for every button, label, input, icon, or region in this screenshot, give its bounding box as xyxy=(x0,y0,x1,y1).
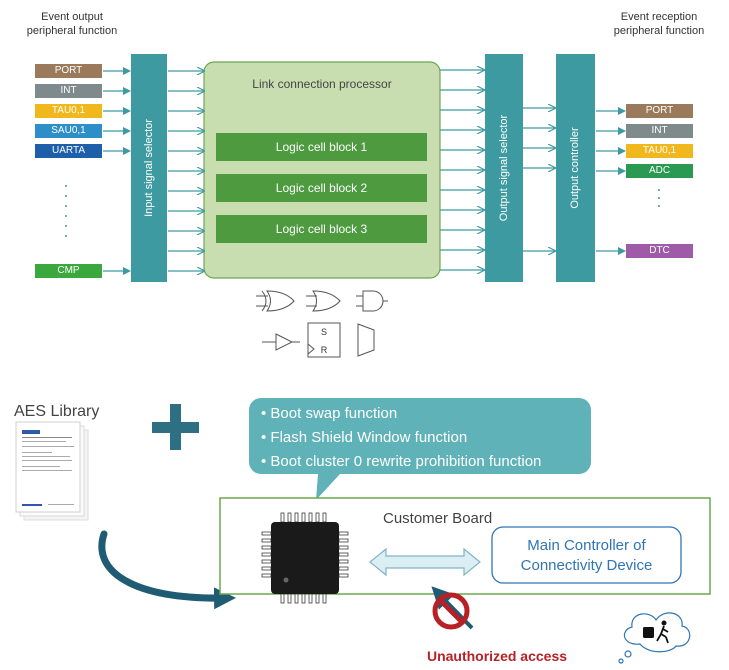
feature-bubble: • Boot swap function • Flash Shield Wind… xyxy=(249,398,591,474)
bubble-item-boot-swap: • Boot swap function xyxy=(261,405,398,422)
input-ellipsis xyxy=(65,185,67,237)
output-signal-selector-label: Output signal selector xyxy=(498,114,510,222)
chip-icon xyxy=(261,512,349,604)
output-signal-selector xyxy=(485,54,523,282)
flip-flop-reset-label: R xyxy=(320,345,328,355)
or-gate-icon xyxy=(306,290,341,312)
link-processor-box xyxy=(203,61,441,279)
intruder-icon xyxy=(643,620,669,644)
input-tag-tau: TAU0,1 xyxy=(35,104,102,118)
input-tag-sau: SAU0,1 xyxy=(35,124,102,138)
logic-cell-block-2: Logic cell block 2 xyxy=(216,174,427,202)
event-reception-title-line2: peripheral function xyxy=(613,25,705,37)
controller-to-output-arrows xyxy=(596,107,626,255)
plus-icon xyxy=(152,404,199,450)
input-signal-selector-label: Input signal selector xyxy=(143,119,155,217)
input-signal-selector xyxy=(131,54,167,282)
output-tag-dtc: DTC xyxy=(626,244,693,258)
main-controller-label: Main Controller of Connectivity Device xyxy=(492,536,681,576)
double-arrow xyxy=(369,547,481,577)
bubble-tail xyxy=(316,474,340,500)
output-tag-int: INT xyxy=(626,124,693,138)
output-tag-adc: ADC xyxy=(626,164,693,178)
bubble-item-boot-cluster: • Boot cluster 0 rewrite prohibition fun… xyxy=(261,453,542,470)
logic-cell-block-1: Logic cell block 1 xyxy=(216,133,427,161)
input-tag-port: PORT xyxy=(35,64,102,78)
processor-to-output-arrows xyxy=(440,70,484,270)
event-reception-title: Event reception peripheral function xyxy=(589,10,729,38)
customer-board-label: Customer Board xyxy=(383,510,493,527)
output-ellipsis xyxy=(658,189,660,207)
thought-bubble-icon xyxy=(618,612,691,664)
and-gate-icon xyxy=(356,290,388,312)
input-tag-int: INT xyxy=(35,84,102,98)
output-selector-to-controller-arrows xyxy=(523,108,555,251)
bubble-item-flash-shield: • Flash Shield Window function xyxy=(261,429,468,446)
event-reception-title-line1: Event reception xyxy=(620,11,698,23)
aes-document-icon xyxy=(15,421,89,521)
xor-gate-icon xyxy=(256,290,295,312)
selector-to-processor-arrows xyxy=(168,71,204,271)
input-arrows xyxy=(103,67,131,275)
output-tag-tau: TAU0,1 xyxy=(626,144,693,158)
buffer-gate-icon xyxy=(262,333,300,351)
main-controller-line1: Main Controller of xyxy=(527,537,646,554)
output-controller-label: Output controller xyxy=(569,127,581,209)
link-processor-label: Link connection processor xyxy=(252,77,392,91)
input-tag-cmp: CMP xyxy=(35,264,102,278)
output-controller xyxy=(556,54,595,282)
input-tag-uarta: UARTA xyxy=(35,144,102,158)
flip-flop-set-label: S xyxy=(320,327,327,337)
aes-library-label: AES Library xyxy=(14,403,100,420)
output-tag-port: PORT xyxy=(626,104,693,118)
event-output-title-line2: peripheral function xyxy=(26,25,118,37)
flip-flop-icon xyxy=(307,322,341,358)
logic-gate-symbols xyxy=(256,290,388,358)
aes-to-chip-arrow xyxy=(98,530,236,610)
logic-cell-block-3: Logic cell block 3 xyxy=(216,215,427,243)
event-output-title-line1: Event output xyxy=(41,11,103,23)
unauthorized-access-label: Unauthorized access xyxy=(426,648,568,664)
main-controller-line2: Connectivity Device xyxy=(520,557,653,574)
prohibition-icon xyxy=(432,592,470,630)
event-output-title: Event output peripheral function xyxy=(2,10,142,38)
main-controller-box xyxy=(491,526,682,584)
mux-icon xyxy=(357,323,375,357)
